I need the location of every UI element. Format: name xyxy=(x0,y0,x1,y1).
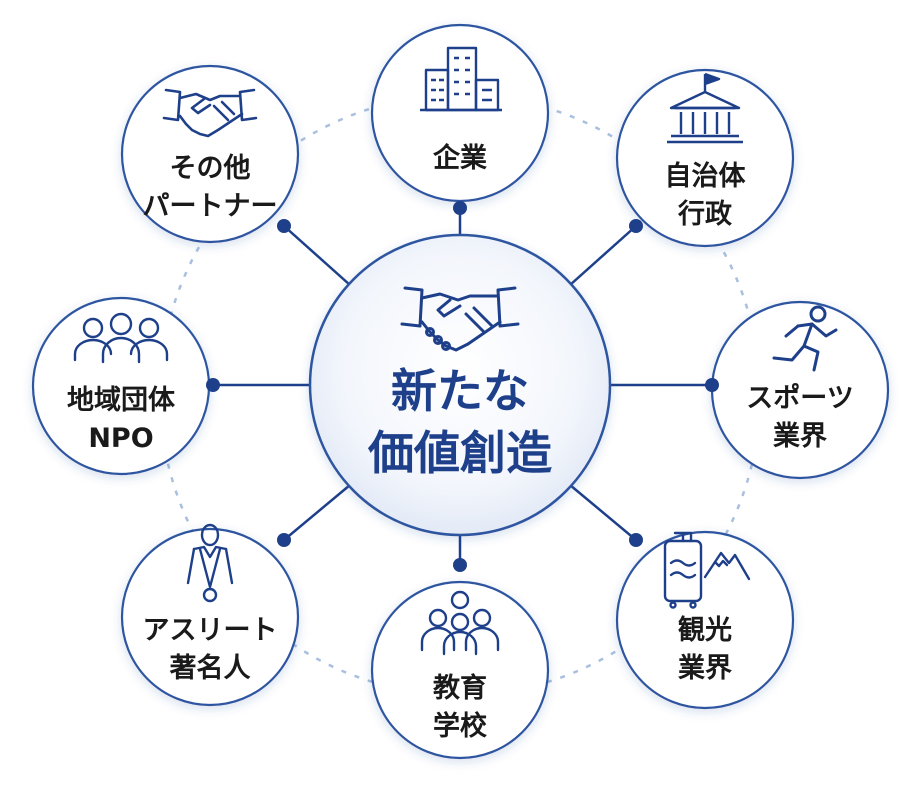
spoke-partners xyxy=(283,225,351,286)
spoke-dots xyxy=(206,201,719,572)
suitcase-mountain-icon xyxy=(663,531,751,609)
outer-circles xyxy=(31,23,890,760)
handshake-icon xyxy=(162,88,258,138)
dot-sports xyxy=(705,378,719,392)
center-title-line-2: 価値創造 xyxy=(368,426,552,480)
label-sports-line-1: スポーツ xyxy=(746,383,854,414)
circle-athletes xyxy=(120,527,300,707)
government-building-icon xyxy=(667,72,743,144)
center-handshake-icon xyxy=(400,286,520,352)
label-education: 教育 学校 xyxy=(375,670,545,746)
dot-partners xyxy=(277,219,291,233)
label-athletes-line-2: 著名人 xyxy=(169,653,251,684)
runner-icon xyxy=(772,305,838,372)
dot-company xyxy=(453,201,467,215)
label-tourism-line-2: 業界 xyxy=(678,653,732,684)
label-tourism-line-1: 観光 xyxy=(678,615,732,646)
label-sports-line-2: 業界 xyxy=(773,421,827,452)
dot-athletes xyxy=(277,533,291,547)
center-title-line-1: 新たな xyxy=(391,364,529,418)
label-community-line-2: NPO xyxy=(88,423,154,454)
label-community-line-1: 地域団体 xyxy=(67,385,175,416)
label-education-line-2: 学校 xyxy=(433,711,487,742)
community-group-icon xyxy=(73,312,169,364)
label-athletes-line-1: アスリート xyxy=(142,615,278,646)
people-group-icon xyxy=(420,590,500,656)
circle-tourism xyxy=(615,530,795,710)
dot-government xyxy=(629,219,643,233)
label-government-line-1: 自治体 xyxy=(664,161,746,192)
dot-community xyxy=(206,378,220,392)
label-partners-line-1: その他 xyxy=(169,153,251,184)
athlete-medal-icon xyxy=(186,523,234,603)
spoke-athletes xyxy=(283,484,351,541)
label-government-line-2: 行政 xyxy=(678,199,732,230)
center-title: 新たな 価値創造 xyxy=(330,360,590,484)
label-company: 企業 xyxy=(375,140,545,178)
spoke-tourism xyxy=(569,484,637,541)
center-circle xyxy=(308,233,612,537)
label-athletes: アスリート 著名人 xyxy=(125,612,295,688)
label-government: 自治体 行政 xyxy=(620,158,790,234)
circle-government xyxy=(615,68,795,248)
dot-education xyxy=(453,558,467,572)
spoke-government xyxy=(569,225,637,286)
buildings-icon xyxy=(420,46,502,112)
label-company-line-1: 企業 xyxy=(433,143,487,174)
label-partners-line-2: パートナー xyxy=(142,191,278,222)
label-tourism: 観光 業界 xyxy=(620,612,790,688)
circle-partners xyxy=(120,64,300,244)
label-partners: その他 パートナー xyxy=(125,150,295,226)
dot-tourism xyxy=(629,533,643,547)
circle-education xyxy=(370,580,550,760)
label-sports: スポーツ 業界 xyxy=(715,380,885,456)
label-community: 地域団体 NPO xyxy=(36,382,206,458)
label-education-line-1: 教育 xyxy=(433,673,487,704)
